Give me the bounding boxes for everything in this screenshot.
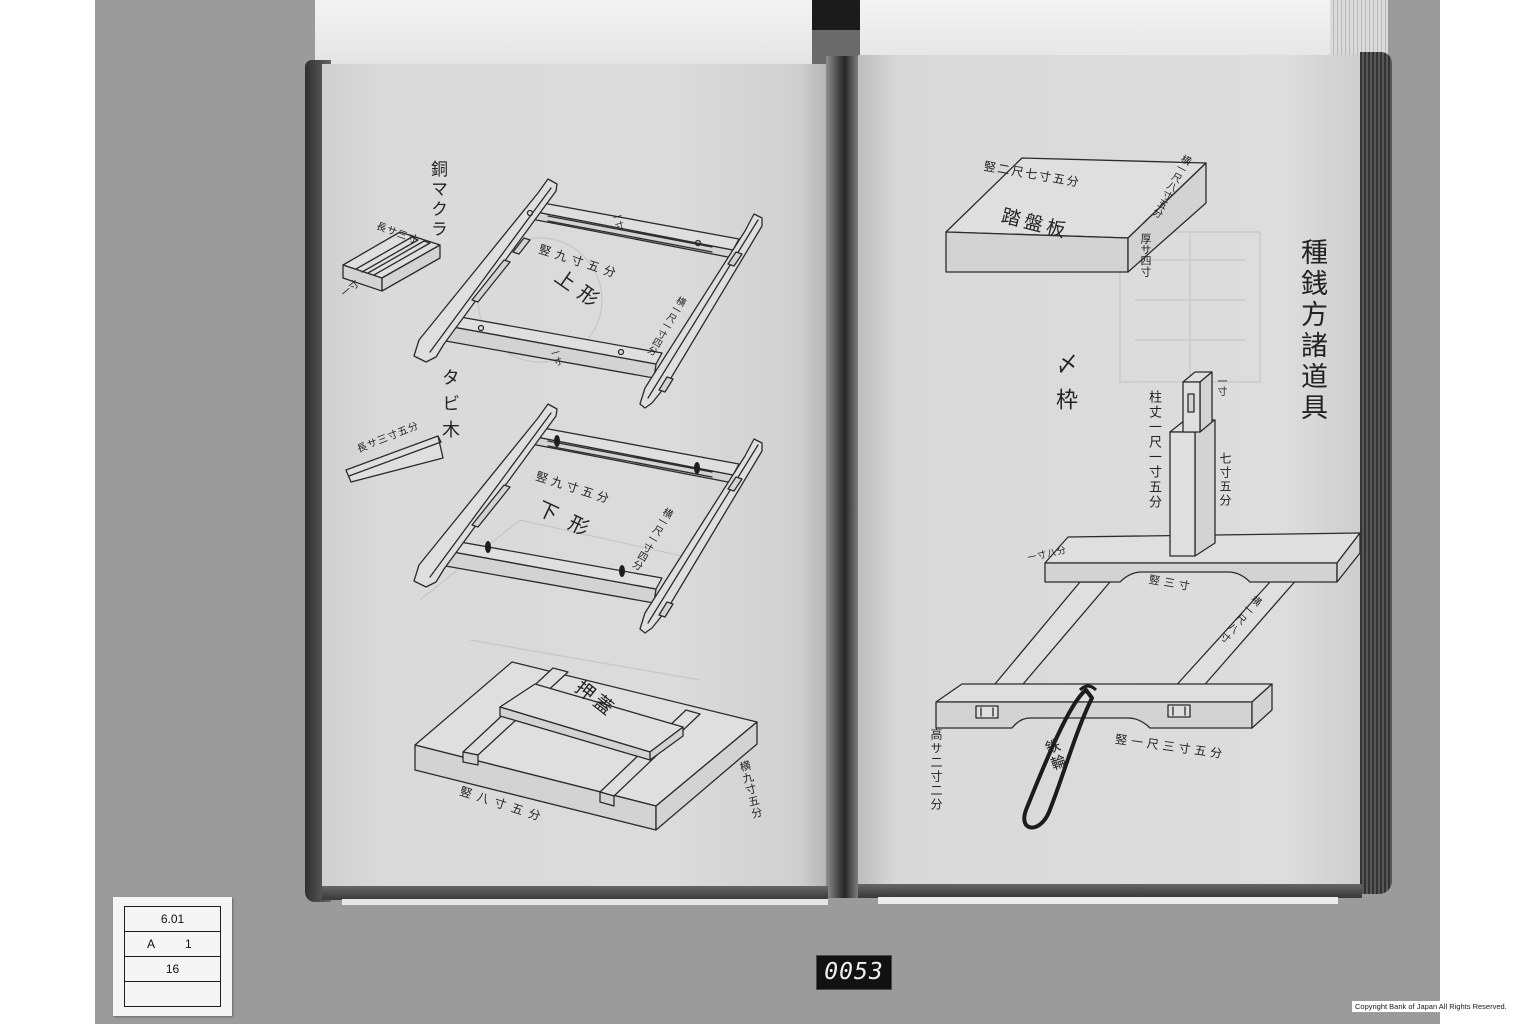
rail-slot [727,251,743,267]
catalog-card-row-empty [125,982,220,1006]
top-bar-groove [547,445,713,478]
page-edges-top-right [1330,0,1388,60]
top-bar-groove [547,215,713,248]
frame-number: 0053 [816,955,892,990]
tabigi-edge [348,435,442,477]
nail-hole [694,239,702,247]
nail-hole [617,348,625,356]
dou-makura-side [381,244,441,292]
page-stack-top-left [315,0,812,68]
peg [554,435,560,447]
peg [485,541,491,553]
tabigi-label: タビ木 [439,368,460,446]
top-bar-groove [547,440,713,473]
peg [619,565,625,577]
dou-makura-groove [367,240,431,276]
book-gutter [826,56,860,898]
beam-slot [1167,704,1191,718]
shime-waku-drawing [935,371,1361,830]
top-bar-top [525,425,740,476]
nail-hole [477,324,485,332]
beam-height: 高サ二寸二分 [929,728,943,812]
book-bottom-edge-left [322,886,828,900]
catalog-item: 16 [165,962,180,976]
page-stack-bottom-right [878,897,1338,904]
iron-ring-loop [1022,688,1094,830]
slab-side [655,721,758,831]
lid-rail-end [462,751,479,766]
rail-slot [727,476,743,492]
left-rail-edge [429,412,552,578]
fumiban-ita-drawing [945,157,1207,273]
post-side [1194,419,1216,557]
copyright-notice: Copyright Bank of Japan All Rights Reser… [1352,1001,1510,1012]
ghost-left-lines [419,519,701,681]
waku-left-rail [989,581,1111,691]
top-beam-end [1336,532,1361,583]
catalog-card-row: 16 [125,957,220,982]
catalog-card-table: 6.01 A 1 16 [124,906,221,1007]
board-side [1127,162,1207,273]
tabigi-drawing [345,435,444,483]
shitagata-frame-drawing [413,403,763,634]
fumiban-thickness: 厚サ四寸 [1139,233,1152,277]
page-title: 種銭方諸道具 [1296,238,1327,424]
dou-makura-drawing [342,231,441,292]
lid-rail-end [599,791,615,807]
rail-slot [471,259,511,303]
rail-slot [658,376,674,393]
page-stack-bottom-left [342,899,828,905]
book-bottom-edge-right [858,884,1362,898]
uwagata-frame-drawing [413,178,763,409]
left-rail [413,403,558,588]
nail-hole [526,209,534,217]
top-dark-gap [812,0,860,30]
bottom-beam-end [1251,683,1273,729]
beam-slot [975,705,999,719]
book-right-edge [1360,52,1392,894]
rail-slot [512,237,531,255]
top-bar-groove [547,220,713,253]
catalog-card: 6.01 A 1 16 [113,897,232,1016]
peg [694,462,700,474]
page-stack-top-right [860,0,1330,60]
post-height: 柱丈一尺一寸五分 [1146,390,1161,510]
cross-plank-side [649,726,684,761]
bottom-beam-top [935,683,1273,703]
post-width: 七寸五分 [1218,452,1232,508]
catalog-number: 6.01 [160,912,185,926]
dou-makura-label: 銅マクラ [427,160,447,240]
waku-right-rail [1171,577,1299,691]
dou-makura-groove [355,236,419,273]
rail-slot [658,601,674,618]
right-rail-edge [647,444,759,624]
board-front [945,231,1129,273]
shime-waku-label: 〆枠 [1052,352,1077,424]
oshibuta-drawing [414,661,758,831]
catalog-card-row: 6.01 [125,907,220,932]
left-rail [413,178,558,363]
tenon-side [1199,371,1213,433]
bleed-through-ghost [419,231,1261,681]
post-front [1169,431,1196,557]
rail-slot [471,484,511,528]
ghost-lines [1135,232,1245,382]
catalog-series: A [147,937,156,951]
right-rail-edge [647,219,759,399]
top-beam-front [1044,562,1338,583]
tenon-slot [1187,393,1195,413]
iron-ring-knot [1078,684,1098,692]
catalog-volume: 1 [185,937,192,951]
tenon-dimension: 一寸 [1215,376,1226,396]
catalog-card-row: A 1 [125,932,220,957]
top-bar-top [525,200,740,251]
